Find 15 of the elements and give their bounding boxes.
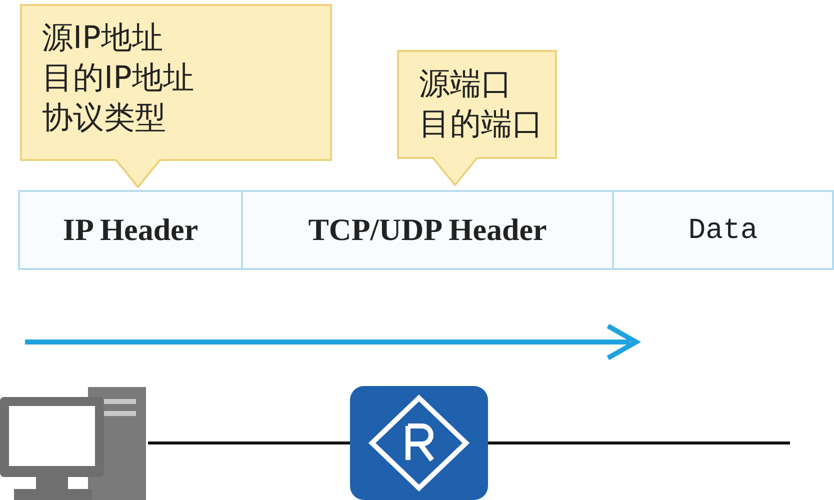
packet-field: [241, 190, 614, 270]
field-label: IP Header: [62, 212, 198, 248]
callout-bubble: [397, 50, 557, 186]
callout-text: 源端口: [419, 65, 512, 104]
callout-text: 目的IP地址: [42, 59, 194, 98]
callout-text: 协议类型: [42, 99, 166, 138]
link-line: [148, 442, 350, 444]
callout-text: 目的端口: [419, 105, 543, 144]
link-line: [488, 442, 790, 444]
callout-bubble: [20, 4, 332, 188]
callout-text: 源IP地址: [42, 19, 163, 58]
packet-field: [612, 190, 834, 270]
packet-field: [18, 190, 243, 270]
field-label: TCP/UDP Header: [308, 212, 547, 248]
field-label: Data: [688, 214, 758, 246]
